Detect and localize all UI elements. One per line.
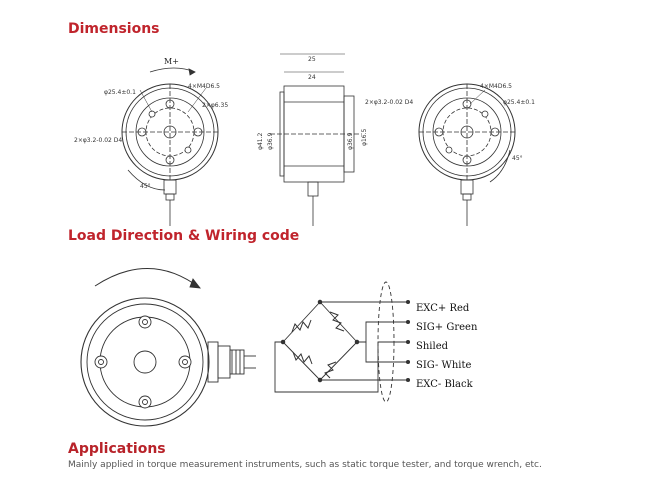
front-view: M+ 45° φ25.4±0.1 4×M4D6.5 2×φ6.35 2×φ3.2…	[74, 57, 228, 226]
applications-description: Mainly applied in torque measurement ins…	[68, 460, 542, 470]
back-view: 45° 4×M4D6.5 2×φ3.2-0.02 D4 φ25.4±0.1	[365, 83, 535, 226]
load-direction-heading: Load Direction & Wiring code	[68, 228, 300, 244]
side-width-inner: 24	[308, 74, 316, 81]
front-pins-label: 2×φ3.2-0.02 D4	[74, 137, 122, 144]
back-holes-label: 4×M4D6.5	[480, 83, 512, 90]
front-center-label: 2×φ6.35	[202, 102, 228, 109]
wire-sig-minus: SIG- White	[416, 360, 471, 371]
side-view: 25 24 φ41.2 φ36.9 φ36.9 φ16.5	[257, 53, 368, 226]
load-view	[80, 268, 256, 427]
applications-heading: Applications	[68, 441, 166, 457]
back-pcd-label: φ25.4±0.1	[503, 99, 535, 106]
front-angle-label: 45°	[140, 183, 151, 190]
front-pcd-label: φ25.4±0.1	[104, 89, 136, 96]
side-dia-small: φ16.5	[361, 129, 368, 147]
side-width-total: 25	[308, 56, 316, 63]
wire-exc-plus: EXC+ Red	[416, 303, 470, 314]
back-pins-label: 2×φ3.2-0.02 D4	[365, 99, 413, 106]
side-dia-outer: φ41.2	[257, 133, 264, 151]
wire-sig-plus: SIG+ Green	[416, 322, 478, 333]
direction-label: M+	[164, 57, 179, 66]
side-dia-mid: φ36.9	[267, 133, 274, 151]
back-angle-label: 45°	[512, 155, 523, 162]
dimensions-heading: Dimensions	[68, 21, 160, 37]
wire-labels: EXC+ Red SIG+ Green Shiled SIG- White EX…	[416, 303, 478, 390]
front-holes-label: 4×M4D6.5	[188, 83, 220, 90]
load-wiring-drawing: EXC+ Red SIG+ Green Shiled SIG- White EX…	[80, 268, 478, 427]
wiring-diagram	[274, 281, 411, 403]
wire-exc-minus: EXC- Black	[416, 379, 474, 390]
dimensions-drawing: M+ 45° φ25.4±0.1 4×M4D6.5 2×φ6.35 2×φ3.2…	[74, 53, 535, 226]
side-dia-right: φ36.9	[347, 133, 354, 151]
wire-shield: Shiled	[416, 341, 449, 352]
